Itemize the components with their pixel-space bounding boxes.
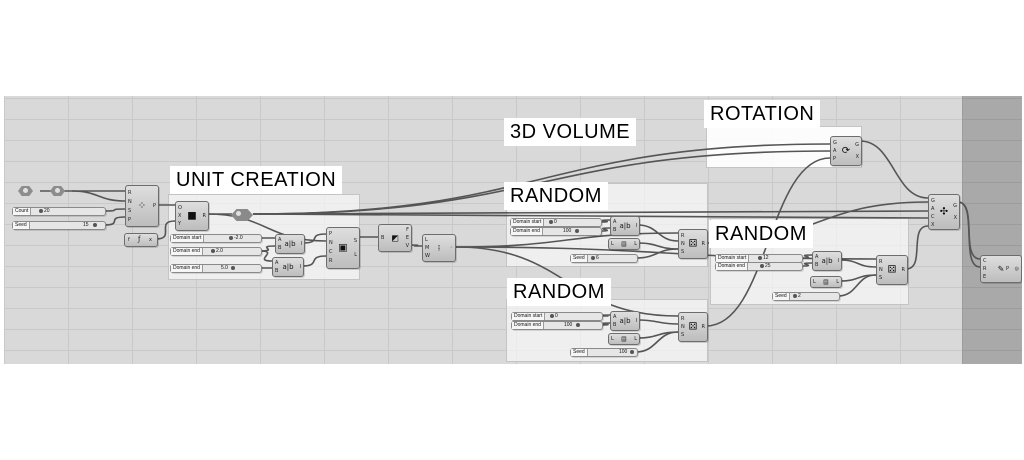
list-length-icon: ▤ [621,240,627,248]
random-component-1[interactable]: R N S ⚄ R [678,229,708,259]
box-component[interactable]: O X Y ■ R [175,201,209,231]
list-length-icon: ▤ [823,278,829,286]
dots-icon: ⁘ [137,200,147,212]
wire [103,216,126,226]
dice-icon: ⚄ [688,238,698,250]
random-component-3[interactable]: R N S ⚄ R [876,255,908,285]
domain-end-slider-r3[interactable]: Domain end 25 [715,262,803,271]
construct-domain-component-2[interactable]: A B a|b I [272,257,304,277]
list-length-component-r2[interactable]: L ▤ L [608,333,640,345]
label-random-1: RANDOM [504,182,608,210]
seed-slider-r2[interactable]: Seed 100 [570,348,638,357]
label-unit-creation: UNIT CREATION [170,166,343,194]
wire [103,208,126,212]
output-port-icon: ◎ [1014,266,1019,272]
list-item-component[interactable]: L M W ⁞ ◦ [422,234,456,262]
list-length-component-r1[interactable]: L ▤ L [608,238,640,250]
construct-domain-component-r1[interactable]: A B a|b I [610,216,640,236]
label-random-3: RANDOM [709,220,813,248]
populate-component[interactable]: R N S P ⁘ P [125,185,159,227]
brep-icon: ◩ [391,233,399,243]
wire [905,225,929,270]
canvas-dark-strip [962,96,1022,364]
expression-component[interactable]: f ƒ x [124,233,158,247]
grasshopper-canvas[interactable]: UNIT CREATION 3D VOLUME ROTATION RANDOM … [4,96,1022,364]
geometry-param-icon[interactable] [18,186,33,196]
domain-start-slider-r2[interactable]: Domain start 0 [511,312,603,321]
geometry-param-icon[interactable] [50,186,65,196]
domain-icon: a|b [619,317,631,325]
domain-start-slider-unit[interactable]: Domain start -2.0 [170,234,262,243]
list-length-icon: ▤ [621,335,627,343]
label-3d-volume: 3D VOLUME [504,118,637,146]
label-random-2: RANDOM [507,278,611,306]
rotate-icon: ⟳ [841,145,851,157]
label-rotation: ROTATION [704,100,821,128]
seed-slider[interactable]: Seed 15 [12,221,106,230]
list-length-component-r3[interactable]: L ▤ L [810,276,842,288]
random-component-2[interactable]: R N S ⚄ R [678,312,708,342]
domain-end-slider-unit-1[interactable]: Domain end 2.0 [170,247,262,256]
seed-slider-r1[interactable]: Seed 6 [570,254,638,263]
rotate-component[interactable]: G A P ⟳ G X [830,136,862,166]
construct-domain-component-1[interactable]: A B a|b I [275,234,305,254]
deconstruct-brep-component[interactable]: B ◩ F E V [378,224,412,252]
domain-icon: a|b [284,240,296,248]
domain-end-slider-r2[interactable]: Domain end 100 [511,321,603,330]
box-icon: ■ [187,210,197,222]
domain-icon: a|b [619,222,631,230]
domain-icon: a|b [282,263,294,271]
output-component[interactable]: C R E ✎ P ◎ [980,255,1022,283]
brep-param-icon[interactable] [231,209,253,221]
unit-component[interactable]: P N C R ▣ S L [326,227,360,269]
rectangle-icon: ▣ [338,242,348,254]
list-icon: ⁞ [437,243,441,253]
construct-domain-component-r2[interactable]: A B a|b I [610,311,640,331]
domain-end-slider-r1[interactable]: Domain end 100 [510,227,602,236]
orient-icon: ✣ [939,206,949,218]
dice-icon: ⚄ [688,321,698,333]
function-icon: ƒ [138,235,141,243]
material-icon: ✎ [997,264,1005,274]
count-slider[interactable]: Count 20 [12,207,106,216]
orient-component[interactable]: G A C X ✣ G X [928,194,960,230]
wire [71,190,126,202]
domain-icon: a|b [821,257,833,265]
wire [859,140,929,199]
dice-icon: ⚄ [887,264,897,276]
domain-start-slider-r1[interactable]: Domain start 0 [510,218,602,227]
construct-domain-component-r3[interactable]: A B a|b I [812,251,842,271]
seed-slider-r3[interactable]: Seed 2 [772,292,840,301]
output-port-icon: ◦ [450,245,453,251]
domain-end-slider-unit-2[interactable]: Domain end 5.0 [170,264,262,273]
